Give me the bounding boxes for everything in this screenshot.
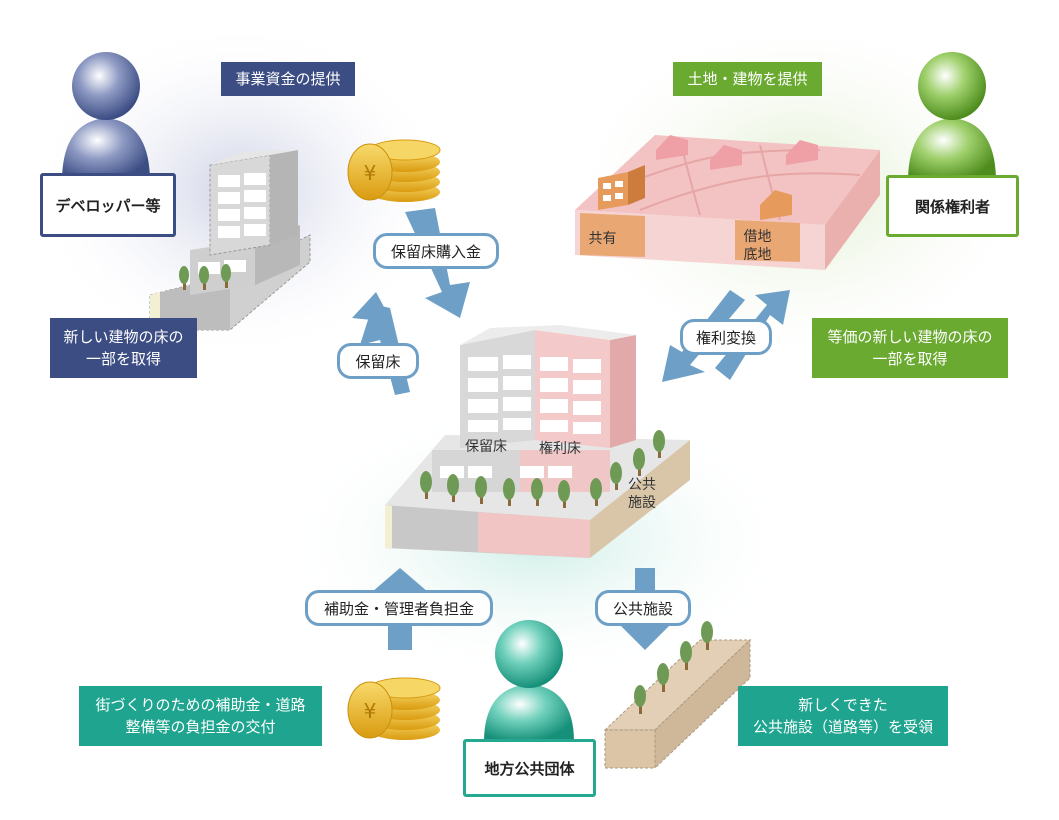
rights-holder-person-icon xyxy=(908,52,996,182)
provide-land-note: 土地・建物を提供 xyxy=(673,62,822,96)
developer-acquire-note: 新しい建物の床の 一部を取得 xyxy=(50,318,197,378)
leased-land-label: 借地 底地 xyxy=(743,229,772,263)
receive-facility-note: 新しくできた 公共施設（道路等）を受領 xyxy=(738,686,948,746)
shared-land-label: 共有 xyxy=(588,231,617,247)
developer-person-icon xyxy=(62,52,150,182)
rights-floor-building-label: 権利床 xyxy=(539,441,581,457)
public-facility-flow-label: 公共施設 xyxy=(595,590,691,626)
reserved-floor-payment-label: 保留床購入金 xyxy=(373,233,499,269)
local-gov-person-icon xyxy=(484,620,574,742)
developer-actor-box: デベロッパー等 xyxy=(40,173,176,237)
local-gov-label: 地方公共団体 xyxy=(484,759,575,778)
rights-holder-label: 関係権利者 xyxy=(914,197,990,216)
reserved-floor-flow-label: 保留床 xyxy=(337,343,419,379)
local-gov-actor-box: 地方公共団体 xyxy=(463,739,596,797)
developer-label: デベロッパー等 xyxy=(55,196,161,215)
rights-holder-actor-box: 関係権利者 xyxy=(886,175,1019,237)
svg-text:¥: ¥ xyxy=(364,699,377,723)
rights-acquire-note: 等価の新しい建物の床の 一部を取得 xyxy=(812,318,1008,378)
rights-conversion-label: 権利変換 xyxy=(680,319,772,355)
svg-text:¥: ¥ xyxy=(364,161,377,185)
road-strip-icon xyxy=(603,621,752,770)
subsidy-flow-label: 補助金・管理者負担金 xyxy=(305,590,493,626)
yen-coins-icon: ¥ xyxy=(347,677,441,740)
subsidy-note: 街づくりのための補助金・道路 整備等の負担金の交付 xyxy=(79,686,322,746)
developer-building-icon xyxy=(149,150,311,331)
public-facility-building-label: 公共 施設 xyxy=(628,477,656,511)
central-building-icon xyxy=(385,325,690,558)
business-funds-note: 事業資金の提供 xyxy=(221,62,355,96)
land-block-icon xyxy=(575,135,880,270)
yen-coins-icon: ¥ xyxy=(347,139,441,202)
reserved-floor-building-label: 保留床 xyxy=(465,439,507,455)
